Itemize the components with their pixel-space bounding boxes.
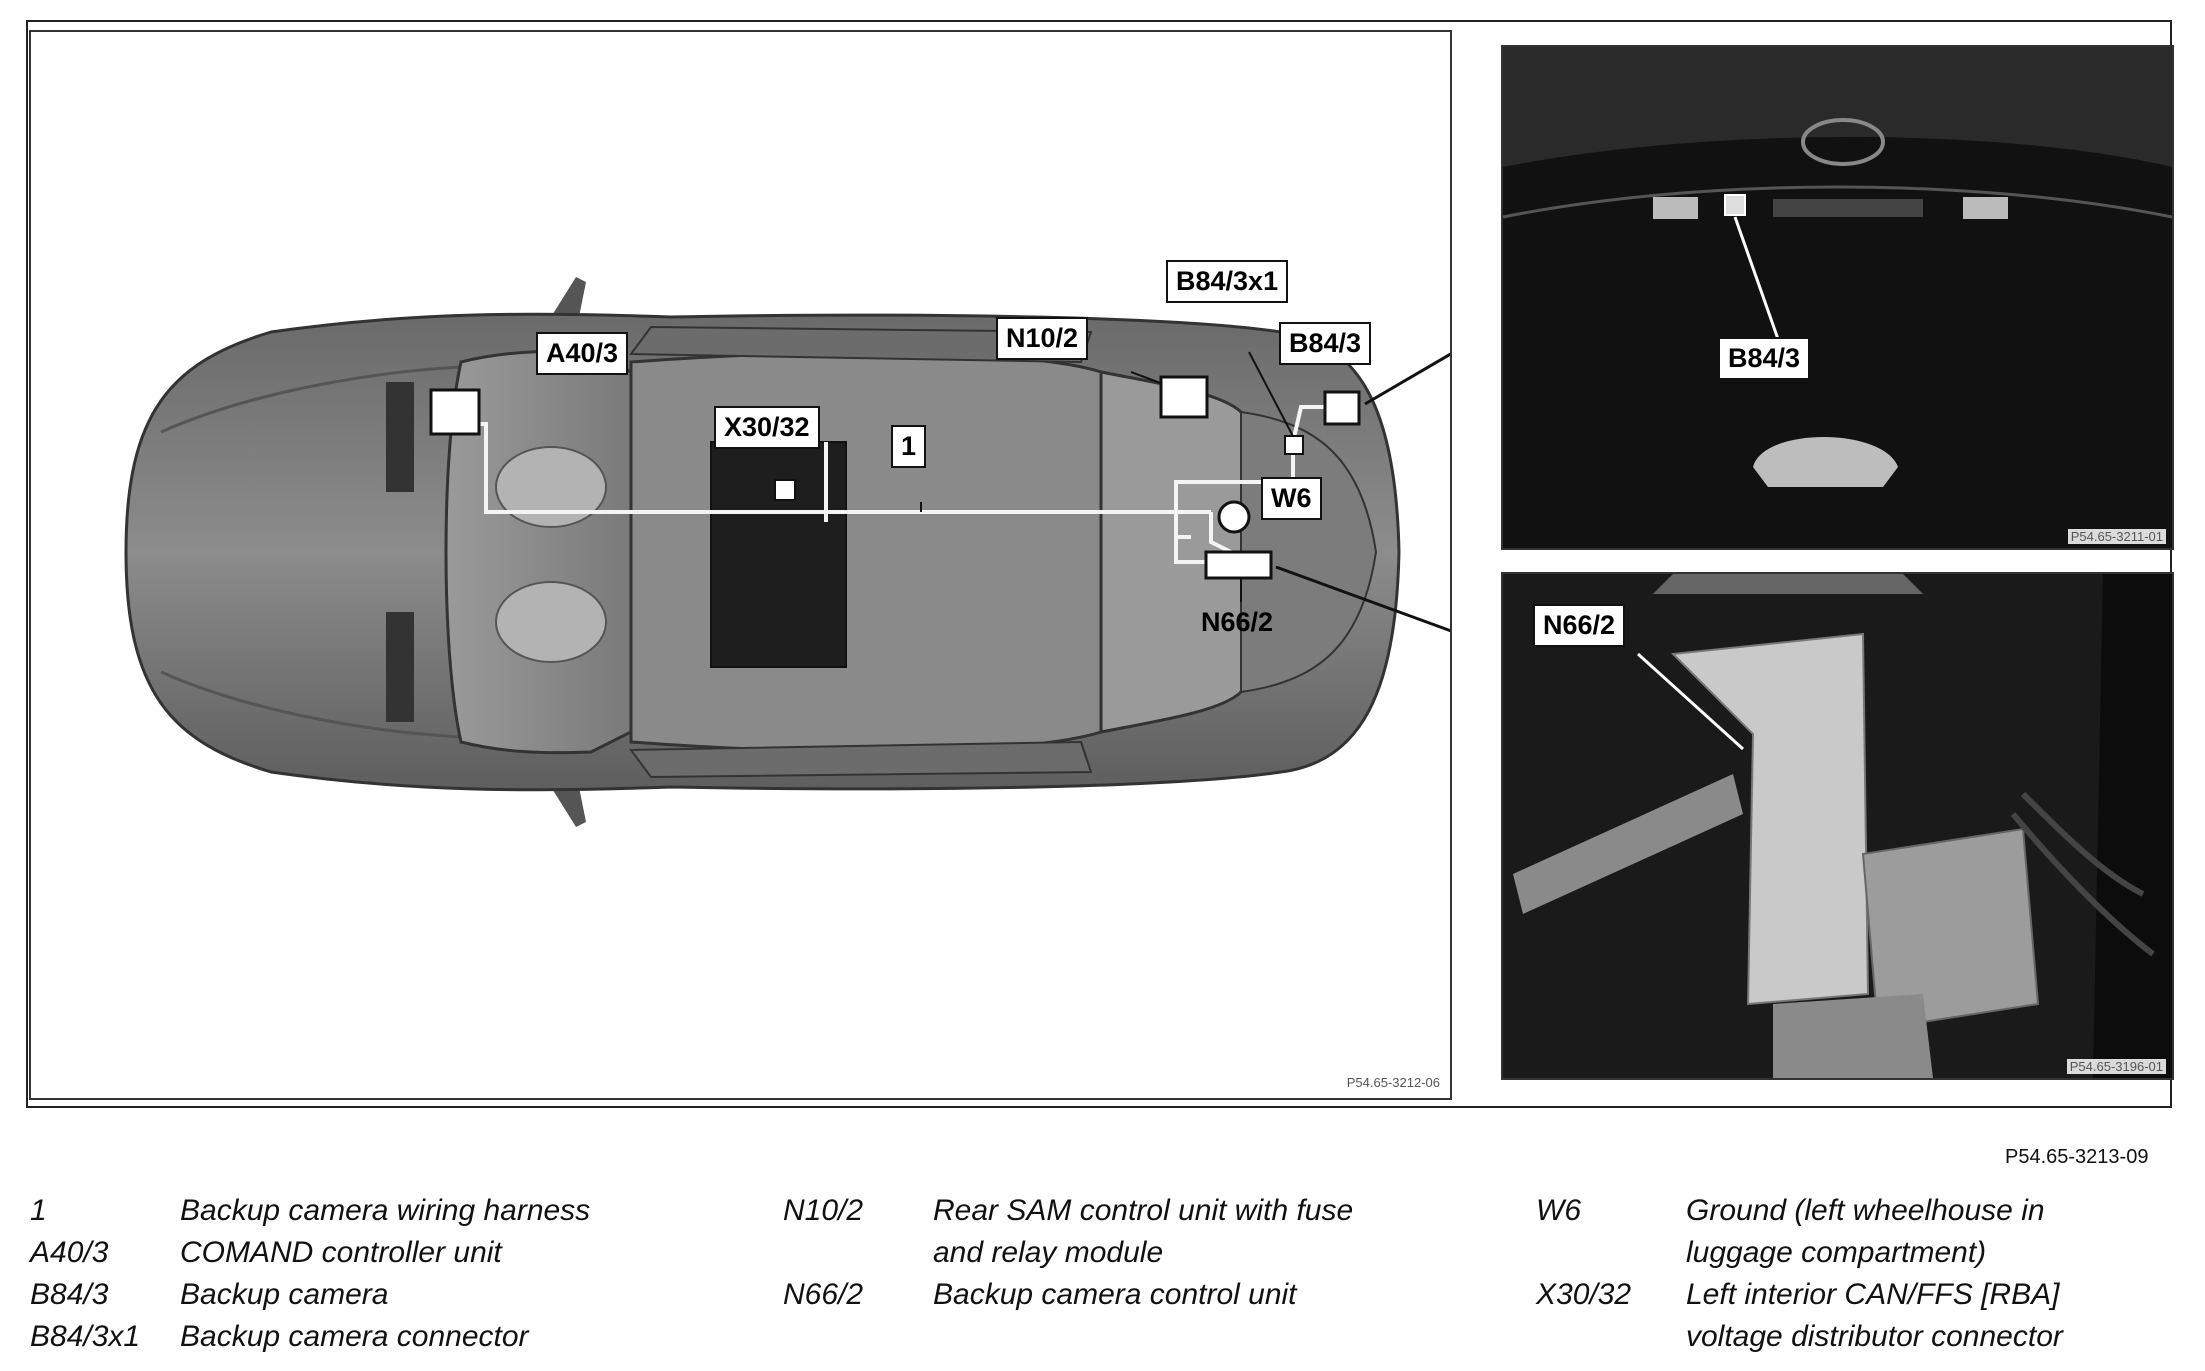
callout-n10-2: N10/2 [996,317,1089,360]
legend-row: B84/3 Backup camera [30,1274,620,1316]
legend-code [783,1232,933,1274]
callout-b84-3: B84/3 [1279,322,1372,365]
trunk-latch [1753,437,1898,487]
roof [629,351,1103,753]
legend-desc: Backup camera wiring harness [180,1194,591,1227]
legend-row: N66/2 Backup camera control unit [783,1274,1373,1316]
legend-code: B84/3 [30,1278,109,1311]
legend-desc: Rear SAM control unit with fuse [933,1194,1354,1227]
legend-column-1: 1 Backup camera wiring harness A40/3 COMAN… [30,1190,620,1358]
trunk-photo-illustration [1503,47,2172,548]
legend-row: and relay module [783,1232,1373,1274]
legend-desc: Backup camera connector [180,1320,529,1353]
wiring-harness [461,405,1326,564]
detail-control-unit-photo: N66/2 P54.65-3196-01 [1501,572,2174,1080]
legend-row: A40/3 COMAND controller unit [30,1232,620,1274]
brand-emblem [1801,118,1885,166]
legend-row: W6 Ground (left wheelhouse in [1536,1190,2126,1232]
legend-desc: Backup camera [180,1278,389,1311]
legend-row: X30/32 Left interior CAN/FFS [RBA] [1536,1274,2126,1316]
legend-code: W6 [1536,1194,1581,1227]
car-top-view-illustration [124,277,1450,827]
main-panel-ref-code: P54.65-3212-06 [1346,1075,1440,1090]
b84-3-box [1323,390,1361,426]
legend-code: X30/32 [1536,1278,1632,1311]
callout-b84-3x1: B84/3x1 [1166,260,1289,303]
legend-code: 1 [30,1194,47,1227]
control-unit-photo-illustration [1503,574,2172,1078]
b84-3x1-box [1284,435,1304,455]
diagram-outer-frame [26,20,2172,1108]
callout-b84-3-detail: B84/3 [1718,337,1811,380]
legend-column-2: N10/2 Rear SAM control unit with fuse and… [783,1190,1373,1316]
legend-row: luggage compartment) [1536,1232,2126,1274]
hood-vent-upper [386,382,414,492]
callout-n66-2: N66/2 [1201,607,1274,637]
legend-desc: Backup camera control unit [933,1278,1297,1311]
sunroof [710,441,847,668]
figure-code: P54.65-3213-09 [2005,1146,2149,1168]
callout-w6: W6 [1261,477,1322,520]
legend-desc: Ground (left wheelhouse in [1686,1194,2045,1227]
legend-row: 1 Backup camera wiring harness [30,1190,620,1232]
legend-desc: Left interior CAN/FFS [RBA] [1686,1278,2060,1311]
legend-row: N10/2 Rear SAM control unit with fuse [783,1190,1373,1232]
legend-code [1536,1316,1686,1358]
callout-a40-3: A40/3 [536,332,629,375]
callout-n66-2-detail: N66/2 [1533,604,1626,647]
detail-top-ref-code: P54.65-3211-01 [2067,529,2166,544]
n66-2-box [1204,550,1273,580]
w6-circle [1217,500,1251,534]
car-top-view-panel: A40/3 X30/32 1 N10/2 B84/3x1 B84/3 W6 N6… [29,30,1452,1100]
legend-code: N66/2 [783,1278,864,1311]
legend-desc: luggage compartment) [1686,1236,1987,1269]
legend-desc: and relay module [933,1236,1164,1269]
camera-lens [1724,194,1746,216]
callout-x30-32: X30/32 [714,406,820,449]
legend-code: N10/2 [783,1194,864,1227]
legend-code: B84/3x1 [30,1320,141,1353]
mounting-bracket [1670,632,1870,1006]
legend-code [1536,1232,1686,1274]
legend-row: voltage distributor connector [1536,1316,2126,1358]
legend-desc: COMAND controller unit [180,1236,502,1269]
hood-vent-lower [386,612,414,722]
callout-harness-1: 1 [891,425,927,468]
legend-row: B84/3x1 Backup camera connector [30,1316,620,1358]
n10-2-box [1159,375,1209,419]
x30-32-box [774,479,796,501]
detail-rear-trunk-photo: B84/3 P54.65-3211-01 [1501,45,2174,550]
legend-desc: voltage distributor connector [1686,1320,2063,1353]
detail-bottom-ref-code: P54.65-3196-01 [2066,1059,2166,1074]
a40-3-box [429,388,481,436]
legend-code: A40/3 [30,1236,109,1269]
legend-column-3: W6 Ground (left wheelhouse in luggage com… [1536,1190,2126,1358]
control-unit-module [1861,827,2040,1031]
